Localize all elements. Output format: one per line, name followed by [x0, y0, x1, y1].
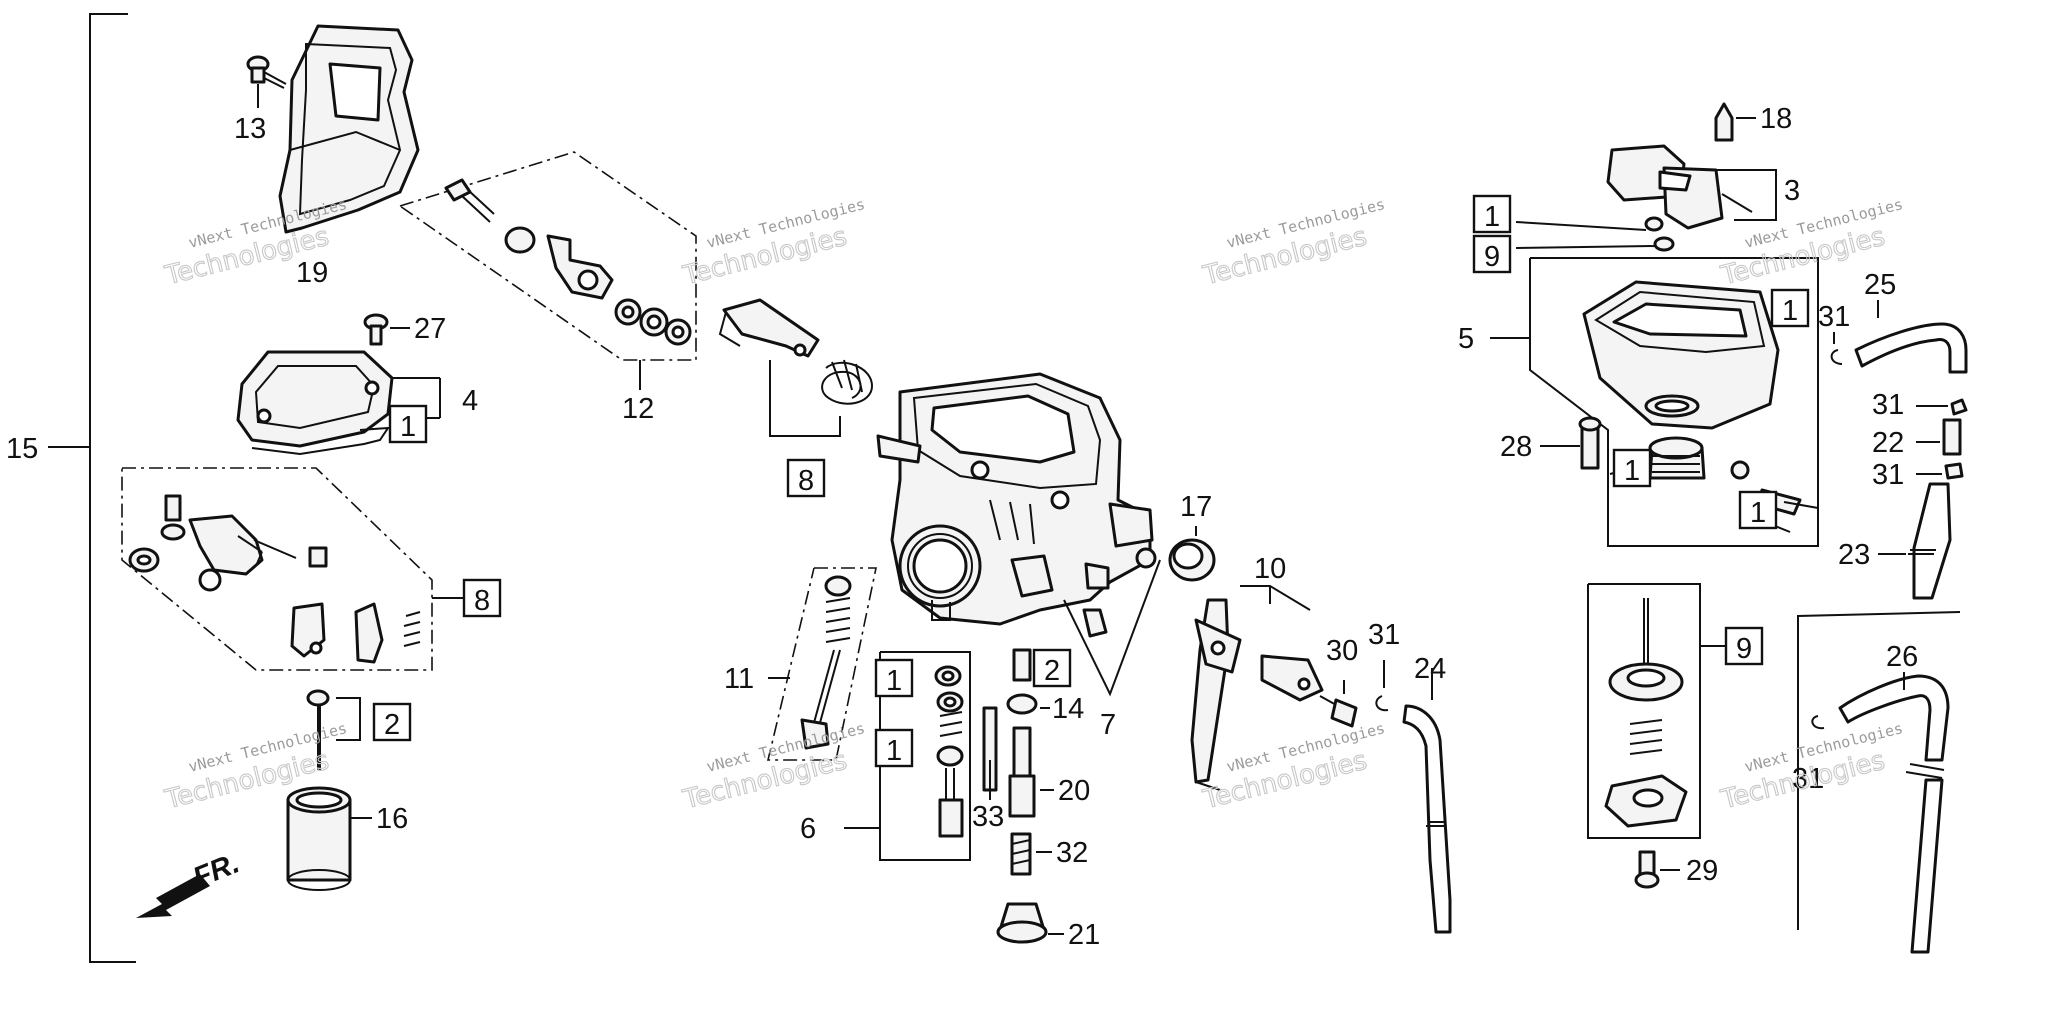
part-screw-29 [1634, 850, 1680, 889]
label-box-1f [874, 728, 914, 768]
label-17: 17 [1180, 491, 1212, 523]
label-5: 5 [1458, 323, 1474, 355]
part-jets-center [982, 648, 1064, 944]
part-hose-26-frame [1797, 611, 1961, 954]
label-box-9b [1724, 626, 1764, 666]
part-labels: 15 13 19 27 4 1 12 8 8 2 16 11 6 1 1 2 1… [6, 103, 1918, 951]
label-19: 19 [296, 257, 328, 289]
label-box-2a [372, 702, 412, 742]
label-15: 15 [6, 433, 38, 465]
label-21: 21 [1068, 919, 1100, 951]
label-12: 12 [622, 393, 654, 425]
label-box-8a [462, 578, 502, 618]
part-hose-25 [1854, 300, 1968, 374]
front-marker-text: FR. [189, 847, 244, 894]
label-6: 6 [800, 813, 816, 845]
label-boxes [372, 194, 1810, 768]
part-plate-4 [236, 350, 441, 456]
label-31d: 31 [1872, 459, 1904, 491]
label-28: 28 [1500, 431, 1532, 463]
label-1g: 1 [1750, 497, 1766, 529]
label-31a: 31 [1368, 619, 1400, 651]
part-hose-23 [1878, 482, 1952, 600]
part-bowl-5 [1490, 257, 1819, 547]
label-1f: 1 [886, 735, 902, 767]
label-box-1a-right [1472, 194, 1512, 234]
part-float-3 [1606, 144, 1777, 230]
part-clip-31d [1916, 462, 1964, 480]
label-27: 27 [414, 313, 446, 345]
label-4: 4 [462, 385, 478, 417]
label-3: 3 [1784, 175, 1800, 207]
label-23: 23 [1838, 539, 1870, 571]
label-box-1e [874, 658, 914, 698]
part-group-11 [766, 567, 877, 761]
label-31c: 31 [1872, 389, 1904, 421]
label-14: 14 [1052, 693, 1084, 725]
label-8b: 8 [798, 465, 814, 497]
part-fitting-22 [1916, 418, 1962, 456]
part-screw-30 [1319, 680, 1358, 728]
label-box-1a [388, 404, 428, 444]
label-7: 7 [1100, 709, 1116, 741]
part-group-8-left [121, 467, 470, 671]
label-box-1c-right [1612, 448, 1652, 488]
part-hose-24 [1402, 668, 1452, 934]
part-group-7 [1063, 547, 1161, 697]
label-1b: 1 [1484, 201, 1500, 233]
part-screw-27 [363, 313, 410, 346]
part-clip-31b [1830, 332, 1843, 365]
label-32: 32 [1056, 837, 1088, 869]
label-22: 22 [1872, 427, 1904, 459]
label-18: 18 [1760, 103, 1792, 135]
part-shaft-8 [718, 298, 874, 498]
label-24: 24 [1414, 653, 1446, 685]
part-cover-19 [278, 24, 420, 234]
label-11: 11 [724, 663, 754, 695]
front-direction-arrow: FR. [136, 847, 244, 918]
part-clip-31c [1916, 398, 1968, 416]
label-10: 10 [1254, 553, 1286, 585]
label-1c: 1 [1782, 295, 1798, 327]
part-cylinder-16 [286, 786, 372, 891]
assembly-bracket [48, 13, 136, 963]
label-13: 13 [234, 113, 266, 145]
label-1a: 1 [400, 411, 416, 443]
label-16: 16 [376, 803, 408, 835]
label-box-2b [1032, 648, 1072, 688]
label-8a: 8 [474, 585, 490, 617]
part-group-6 [844, 651, 971, 861]
label-30: 30 [1326, 635, 1358, 667]
label-26: 26 [1886, 641, 1918, 673]
label-1e: 1 [886, 665, 902, 697]
label-9a: 9 [1484, 241, 1500, 273]
part-bolt-28 [1540, 416, 1602, 470]
label-20: 20 [1058, 775, 1090, 807]
part-needle-18 [1714, 102, 1756, 142]
label-box-1b-right [1770, 288, 1810, 328]
label-31b: 31 [1818, 301, 1850, 333]
part-group-9 [1587, 583, 1726, 839]
label-box-1d-right [1738, 490, 1778, 530]
label-1d: 1 [1624, 455, 1640, 487]
part-bolt-13 [246, 55, 287, 108]
label-31e: 31 [1792, 763, 1824, 795]
part-clip-31a [1375, 660, 1389, 712]
label-2b: 2 [1044, 655, 1060, 687]
label-33: 33 [972, 801, 1004, 833]
part-needle-2 [306, 689, 361, 770]
part-small-1-9 [1515, 216, 1675, 252]
label-box-9a [1472, 234, 1512, 274]
label-29: 29 [1686, 855, 1718, 887]
part-lever-10 [1190, 585, 1324, 791]
label-9b: 9 [1736, 633, 1752, 665]
part-carburetor-body [876, 372, 1154, 626]
label-25: 25 [1864, 269, 1896, 301]
part-group-12 [399, 151, 697, 390]
part-ring-17 [1168, 526, 1216, 582]
label-2a: 2 [384, 709, 400, 741]
label-box-8b [786, 458, 826, 498]
